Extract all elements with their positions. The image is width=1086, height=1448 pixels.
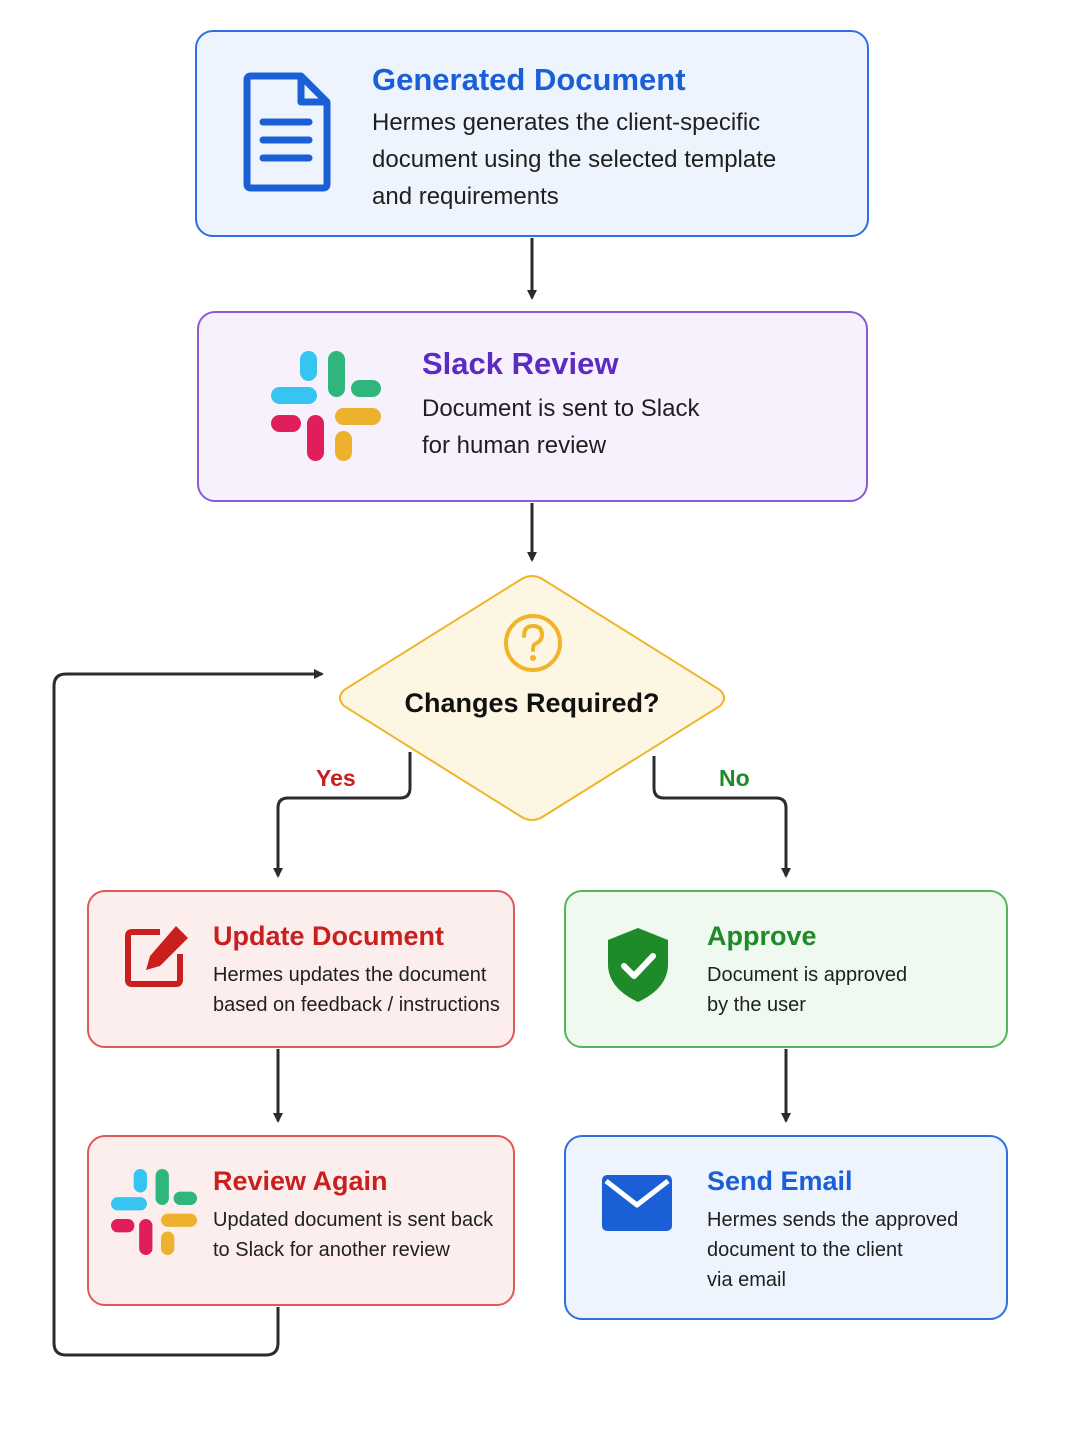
description-line: for human review (422, 432, 607, 459)
document-icon (243, 72, 331, 192)
description-line: Document is sent to Slack (422, 395, 700, 422)
update-document-card: Update Document Hermes updates the docum… (87, 890, 515, 1048)
update-document-title: Update Document (213, 921, 445, 951)
approve-card: Approve Document is approved by the user (564, 890, 1008, 1048)
slack-review-description: Document is sent to Slack for human revi… (422, 390, 699, 464)
edit-icon (125, 926, 188, 987)
description-line: to Slack for another review (213, 1239, 450, 1261)
description-line: Document is approved (707, 964, 908, 986)
edge-review-loop-to-decision (52, 669, 324, 1357)
envelope-icon (602, 1175, 672, 1231)
description-line: Hermes generates the client-specific (372, 109, 761, 136)
description-line: by the user (707, 994, 806, 1016)
slack-icon (111, 1169, 197, 1255)
description-line: document to the client (707, 1239, 903, 1261)
decision-diamond (339, 574, 725, 822)
generated-document-card: Generated Document Hermes generates the … (195, 30, 869, 237)
decision-label: Changes Required? (404, 688, 660, 718)
review-again-title: Review Again (213, 1166, 388, 1196)
description-line: via email (707, 1269, 786, 1291)
review-again-card: Review Again Updated document is sent ba… (87, 1135, 515, 1306)
description-line: Updated document is sent back (213, 1209, 494, 1231)
shield-check-icon (608, 928, 668, 1002)
slack-icon (271, 351, 381, 461)
no-branch-label: No (719, 765, 750, 791)
edge-decision-yes-to-update (273, 752, 412, 878)
approve-title: Approve (707, 921, 817, 951)
description-line: document using the selected template (372, 146, 777, 173)
yes-branch-label: Yes (316, 765, 356, 791)
send-email-description: Hermes sends the approved document to th… (707, 1205, 958, 1295)
slack-review-card: Slack Review Document is sent to Slack f… (197, 311, 868, 502)
slack-review-title: Slack Review (422, 346, 619, 381)
generated-document-title: Generated Document (372, 62, 686, 97)
question-icon (504, 614, 562, 672)
review-again-description: Updated document is sent back to Slack f… (213, 1205, 493, 1265)
description-line: Hermes sends the approved (707, 1209, 959, 1231)
edge-decision-no-to-approve (652, 756, 791, 878)
description-line: based on feedback / instructions (213, 994, 500, 1016)
send-email-title: Send Email (707, 1166, 853, 1196)
generated-document-description: Hermes generates the client-specific doc… (372, 104, 776, 215)
approve-description: Document is approved by the user (707, 960, 907, 1020)
send-email-card: Send Email Hermes sends the approved doc… (564, 1135, 1008, 1320)
update-document-description: Hermes updates the document based on fee… (213, 960, 500, 1020)
description-line: Hermes updates the document (213, 964, 487, 986)
description-line: and requirements (372, 183, 559, 210)
